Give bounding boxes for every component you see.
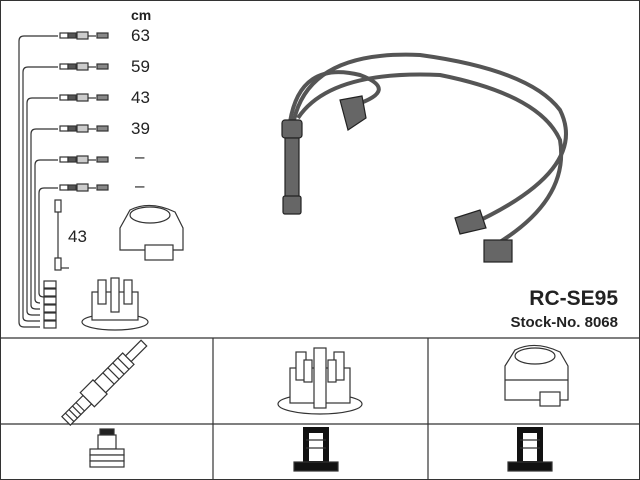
product-model: RC-SE95 — [529, 287, 618, 310]
lead-length-1: 63 — [131, 26, 150, 45]
spark-plug-terminal-icon — [89, 428, 125, 468]
lead-length-4: 39 — [131, 119, 150, 138]
lead-connector — [59, 124, 109, 133]
lead-connector — [59, 93, 109, 102]
lead-connector — [59, 155, 109, 164]
lead-length-6: – — [135, 176, 145, 195]
small-cap-illustration — [81, 277, 149, 331]
lead-connector — [59, 183, 109, 192]
coil-terminal-icon — [507, 427, 553, 472]
lead-length-3: 43 — [131, 88, 150, 107]
ignition-lead-illustration — [281, 52, 568, 263]
ignition-coil-icon — [504, 344, 569, 407]
lead-set-schematic — [18, 31, 184, 331]
lead-connector — [59, 31, 109, 40]
lead-length-5: – — [135, 147, 145, 166]
length-unit-label: cm — [131, 7, 152, 23]
spark-plug-icon — [61, 339, 148, 426]
grid-lines — [0, 337, 640, 480]
stock-number: Stock-No. 8068 — [510, 314, 618, 331]
small-coil-illustration — [119, 204, 184, 261]
cap-terminals — [43, 280, 57, 329]
distributor-terminal-icon — [293, 427, 339, 472]
lead-length-2: 59 — [131, 57, 150, 76]
distributor-cap-icon — [277, 347, 363, 415]
lead-connector — [59, 62, 109, 71]
coil-lead-length: 43 — [68, 227, 87, 246]
coil-lead — [54, 199, 69, 271]
